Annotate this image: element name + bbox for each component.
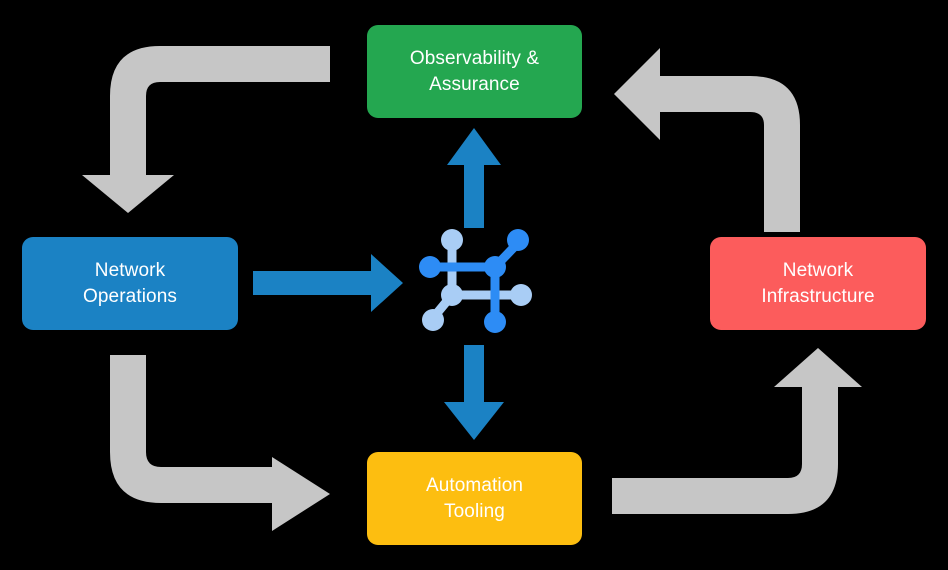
connector-center-to-automation	[444, 345, 504, 440]
node-label-automation: Automation Tooling	[425, 474, 524, 522]
connector-automation-to-infrastructure	[612, 348, 862, 514]
node-box-automation[interactable]: Automation Tooling	[367, 452, 582, 545]
network-icon-links	[425, 235, 526, 327]
node-box-observability[interactable]: Observability & Assurance	[367, 25, 582, 118]
node-label-infrastructure: Network Infrastructure	[761, 259, 875, 307]
node-box-operations[interactable]: Network Operations	[22, 237, 238, 330]
connector-operations-to-automation	[110, 355, 330, 531]
connector-infrastructure-to-observability	[614, 48, 800, 232]
node-label-observability: Observability & Assurance	[409, 47, 540, 95]
node-label-operations: Network Operations	[83, 259, 177, 307]
network-icon-nodes	[419, 229, 532, 333]
connector-operations-to-center	[253, 254, 403, 312]
connector-observability-to-operations	[82, 46, 330, 213]
connector-center-to-observability	[447, 128, 501, 228]
node-box-infrastructure[interactable]: Network Infrastructure	[710, 237, 926, 330]
